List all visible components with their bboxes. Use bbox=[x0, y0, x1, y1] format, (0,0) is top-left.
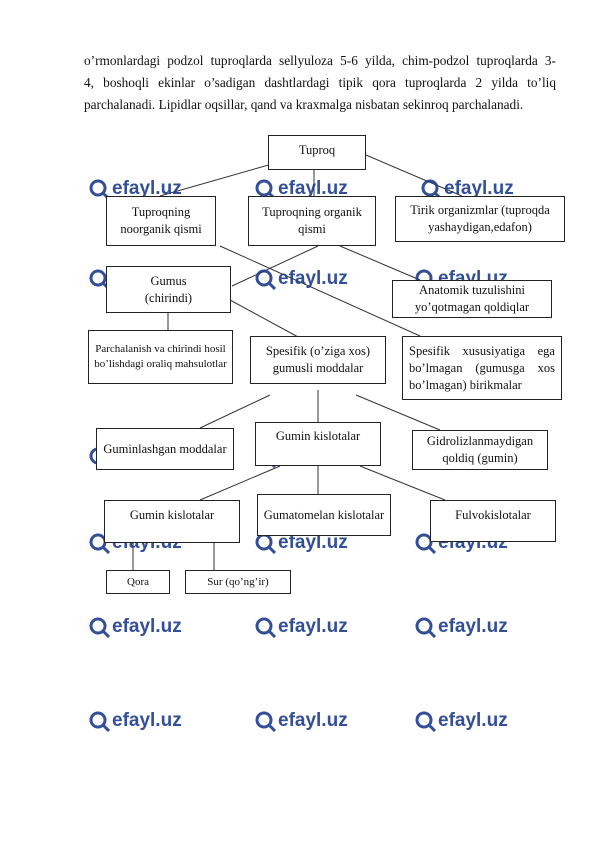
node-sur: Sur (qo’ng’ir) bbox=[185, 570, 291, 594]
magnifier-icon bbox=[254, 268, 276, 290]
magnifier-icon bbox=[414, 532, 436, 554]
watermark: efayl.uz bbox=[88, 710, 182, 732]
node-parchalanish: Parchalanish va chirindi hosil bo’lishda… bbox=[88, 330, 233, 384]
connector bbox=[199, 394, 271, 429]
connector bbox=[365, 154, 463, 197]
magnifier-icon bbox=[254, 616, 276, 638]
node-tirik: Tirik organizmlar (tuproqda yashaydigan,… bbox=[395, 196, 565, 242]
connector bbox=[159, 163, 273, 197]
magnifier-icon bbox=[414, 616, 436, 638]
magnifier-icon bbox=[88, 616, 110, 638]
watermark: efayl.uz bbox=[88, 616, 182, 638]
connector bbox=[199, 465, 281, 501]
watermark: efayl.uz bbox=[254, 268, 348, 290]
watermark: efayl.uz bbox=[254, 710, 348, 732]
magnifier-icon bbox=[414, 710, 436, 732]
connector bbox=[339, 245, 421, 281]
node-gumus: Gumus (chirindi) bbox=[106, 266, 231, 313]
node-fulvokislotalar: Fulvokislotalar bbox=[430, 500, 556, 542]
paragraph-line-1: o’rmonlardagi podzol tuproqlarda sellyul… bbox=[84, 53, 556, 68]
node-guminlashgan: Guminlashgan moddalar bbox=[96, 428, 234, 470]
connector bbox=[219, 245, 421, 337]
connector bbox=[229, 299, 301, 339]
node-gumin-kislotalar-1: Gumin kislotalar bbox=[255, 422, 381, 466]
node-organik: Tuproqning organik qismi bbox=[248, 196, 376, 246]
watermark: efayl.uz bbox=[414, 616, 508, 638]
paragraph-line-3: parchalanadi. Lipidlar oqsillar, qand va… bbox=[84, 97, 524, 112]
connector bbox=[355, 394, 441, 431]
node-gidrolizlanmaydigan: Gidrolizlanmaydigan qoldiq (gumin) bbox=[412, 430, 548, 470]
connector bbox=[359, 465, 446, 501]
node-anatomik: Anatomik tuzulishini yo’qotmagan qoldiql… bbox=[392, 280, 552, 318]
node-spesifik: Spesifik (o’ziga xos) gumusli moddalar bbox=[250, 336, 386, 384]
intro-paragraph: o’rmonlardagi podzol tuproqlarda sellyul… bbox=[84, 50, 556, 116]
magnifier-icon bbox=[254, 710, 276, 732]
node-qora: Qora bbox=[106, 570, 170, 594]
node-nospesifik: Spesifik xususiyatiga ega bo’lmagan (gum… bbox=[402, 336, 562, 400]
paragraph-line-2: 4, boshoqli ekinlar o’sadigan dashtlarda… bbox=[84, 75, 556, 90]
magnifier-icon bbox=[88, 710, 110, 732]
watermark: efayl.uz bbox=[414, 710, 508, 732]
node-noorganik: Tuproqning noorganik qismi bbox=[106, 196, 216, 246]
watermark: efayl.uz bbox=[254, 616, 348, 638]
node-gumin-kislotalar-2: Gumin kislotalar bbox=[104, 500, 240, 543]
node-gumatomelan: Gumatomelan kislotalar bbox=[257, 494, 391, 536]
connector bbox=[231, 245, 319, 287]
watermark: efayl.uz bbox=[420, 178, 514, 200]
node-tuproq: Tuproq bbox=[268, 135, 366, 170]
